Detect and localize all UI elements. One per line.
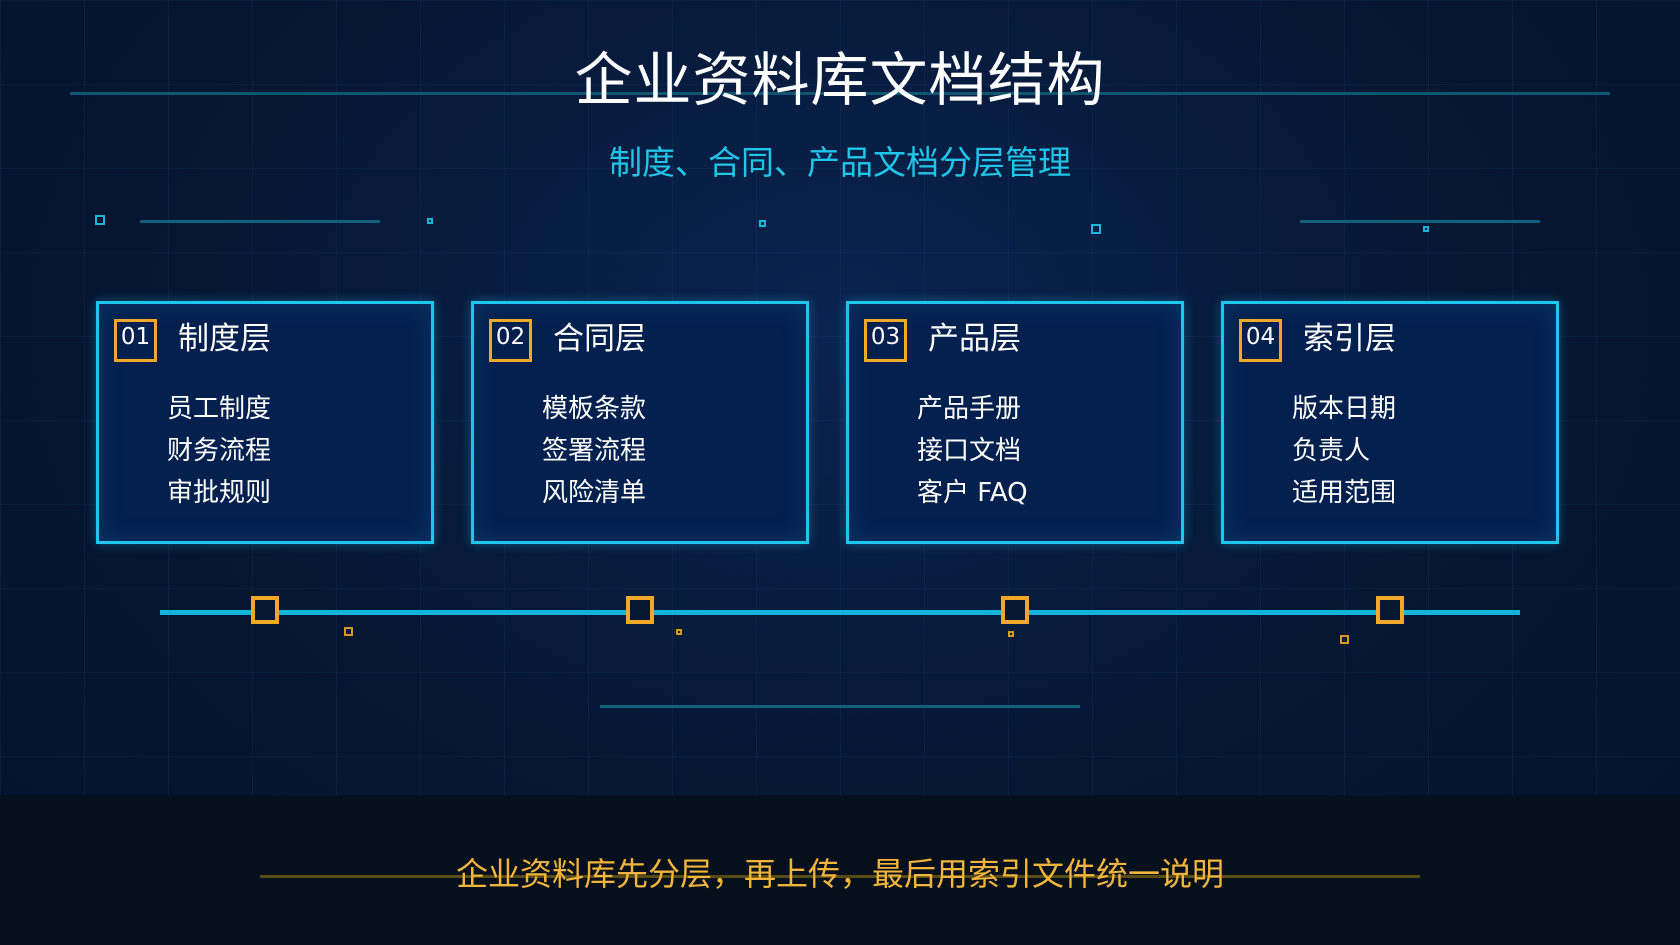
page-subtitle: 制度、合同、产品文档分层管理 <box>609 143 1071 182</box>
card-item-list: 版本日期 负责人 适用范围 <box>1292 388 1396 514</box>
list-item: 接口文档 <box>917 436 1022 466</box>
footer-rule-line <box>260 875 1420 878</box>
timeline-node <box>251 596 279 624</box>
deco-line-left <box>140 220 380 223</box>
list-item: 审批规则 <box>167 478 272 508</box>
card-item-list: 员工制度 财务流程 审批规则 <box>167 388 271 514</box>
card-number-badge: 03 <box>864 319 907 362</box>
deco-square-gold <box>1008 631 1014 637</box>
timeline-node <box>1376 596 1404 624</box>
card-item-list: 模板条款 签署流程 风险清单 <box>542 388 646 514</box>
footer-band <box>0 795 1680 945</box>
timeline-line <box>160 610 1520 615</box>
list-item: 适用范围 <box>1292 478 1397 508</box>
list-item: 产品手册 <box>917 394 1022 424</box>
card-number-badge: 01 <box>114 319 157 362</box>
deco-line-right <box>1300 220 1540 223</box>
list-item: 签署流程 <box>542 436 647 466</box>
list-item: 模板条款 <box>542 394 647 424</box>
card-title: 索引层 <box>1303 321 1396 357</box>
deco-line-bottom <box>600 705 1080 708</box>
list-item: 负责人 <box>1292 436 1371 466</box>
deco-square <box>427 218 433 224</box>
title-rule-line <box>70 92 1610 95</box>
list-item: 财务流程 <box>167 436 272 466</box>
card-number-badge: 02 <box>489 319 532 362</box>
page-title-text: 企业资料库文档结构 <box>574 46 1106 114</box>
card-number-badge: 04 <box>1239 319 1282 362</box>
card-title: 制度层 <box>178 321 271 357</box>
deco-square <box>1091 224 1101 234</box>
timeline-node <box>626 596 654 624</box>
list-item: 风险清单 <box>542 478 647 508</box>
card-product-layer: 03 产品层 产品手册 接口文档 客户 FAQ <box>846 301 1184 544</box>
card-index-layer: 04 索引层 版本日期 负责人 适用范围 <box>1221 301 1559 544</box>
card-title: 合同层 <box>553 321 646 357</box>
deco-square-gold <box>344 627 353 636</box>
deco-square-gold <box>676 629 682 635</box>
timeline-node <box>1001 596 1029 624</box>
page-title: 企业资料库文档结构 <box>0 42 1680 118</box>
list-item: 客户 FAQ <box>917 478 1028 508</box>
card-policy-layer: 01 制度层 员工制度 财务流程 审批规则 <box>96 301 434 544</box>
list-item: 员工制度 <box>167 394 272 424</box>
card-item-list: 产品手册 接口文档 客户 FAQ <box>917 388 1028 514</box>
deco-square <box>95 215 105 225</box>
deco-square-gold <box>1340 635 1349 644</box>
deco-square <box>1423 226 1429 232</box>
list-item: 版本日期 <box>1292 394 1397 424</box>
footer-caption: 企业资料库先分层，再上传，最后用索引文件统一说明 <box>455 855 1224 893</box>
card-title: 产品层 <box>928 321 1021 357</box>
deco-square <box>759 220 766 227</box>
card-contract-layer: 02 合同层 模板条款 签署流程 风险清单 <box>471 301 809 544</box>
